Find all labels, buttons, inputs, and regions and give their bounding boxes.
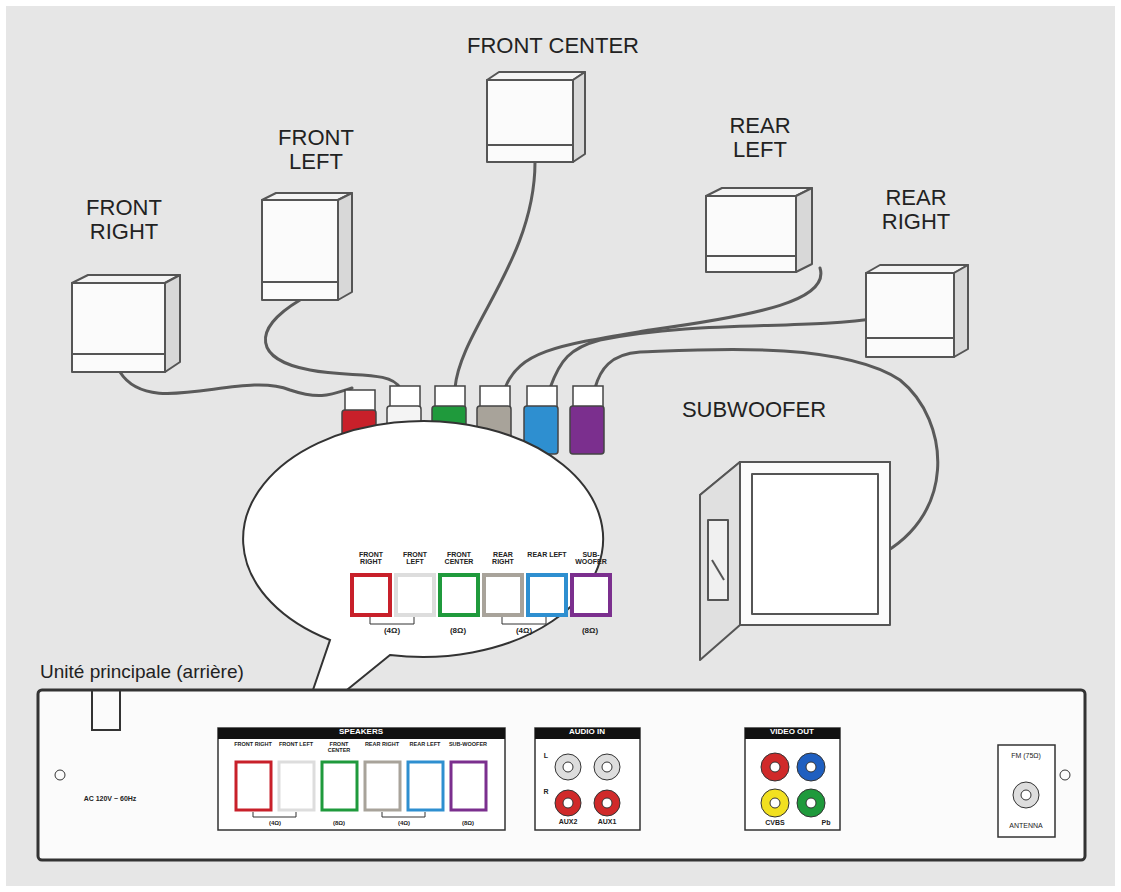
speaker: FRONT RIGHT bbox=[72, 283, 165, 372]
jack-panel: AUDIO IN bbox=[535, 728, 640, 830]
terminal-label: FRONT LEFT bbox=[276, 742, 316, 748]
terminal-label: (8Ω) bbox=[324, 820, 354, 826]
main-unit: Unité principale (arrière)SPEAKERSAUDIO … bbox=[38, 690, 1085, 860]
speaker-label: SUBWOOFER bbox=[669, 398, 839, 422]
speaker-label: FRONT CENTER bbox=[443, 34, 663, 58]
terminal-label: REAR LEFT bbox=[405, 742, 445, 748]
terminal-label: FRONT RIGHT bbox=[233, 742, 273, 748]
terminal-label: (8Ω) bbox=[438, 627, 478, 635]
jack-label: AUX1 bbox=[587, 818, 627, 825]
panel-heading: FM (75Ω) bbox=[1001, 752, 1051, 760]
callout-bubble bbox=[243, 421, 610, 728]
jack-label: Pb bbox=[811, 819, 841, 826]
panel-heading: AUDIO IN bbox=[542, 728, 632, 737]
terminal-label: (8Ω) bbox=[453, 820, 483, 826]
speaker-label: REAR LEFT bbox=[705, 114, 815, 162]
speaker-label: FRONT LEFT bbox=[261, 126, 371, 174]
terminal-label: SUB-WOOFER bbox=[448, 742, 488, 748]
terminal-label: FRONT LEFT bbox=[394, 551, 436, 565]
terminal-label: (4Ω) bbox=[384, 820, 424, 826]
terminal-label: (4Ω) bbox=[372, 627, 412, 635]
terminal-label: REAR LEFT bbox=[526, 551, 568, 558]
jack-label: L bbox=[540, 752, 552, 759]
speaker: REAR LEFT bbox=[706, 196, 796, 272]
terminal-label: (8Ω) bbox=[570, 627, 610, 635]
terminal-label: FRONT RIGHT bbox=[350, 551, 392, 565]
terminal-label: (4Ω) bbox=[504, 627, 544, 635]
speaker: FRONT LEFT bbox=[262, 200, 338, 300]
speaker: FRONT CENTER bbox=[487, 80, 573, 162]
terminal-label: REAR RIGHT bbox=[362, 742, 402, 748]
terminal-label: (4Ω) bbox=[255, 820, 295, 826]
panel-heading: ANTENNA bbox=[1001, 822, 1051, 830]
jack-panel: FM (75Ω) ANTENNA bbox=[998, 745, 1055, 837]
main-unit bbox=[38, 690, 1085, 860]
speaker: SUBWOOFER bbox=[740, 462, 890, 625]
speaker-label: Unité principale (arrière) bbox=[40, 662, 340, 683]
speaker: REAR RIGHT bbox=[866, 273, 954, 357]
speaker-label: FRONT RIGHT bbox=[69, 196, 179, 244]
terminal-label: FRONT CENTER bbox=[319, 742, 359, 753]
terminal-label: REAR RIGHT bbox=[482, 551, 524, 565]
panel-heading: VIDEO OUT bbox=[747, 728, 837, 737]
terminal-label: SUB-WOOFER bbox=[570, 551, 612, 565]
jack-panel: VIDEO OUT bbox=[745, 728, 840, 830]
speaker-label: REAR RIGHT bbox=[861, 186, 971, 234]
jack-label: AUX2 bbox=[548, 818, 588, 825]
terminal-label: FRONT CENTER bbox=[438, 551, 480, 565]
jack-label: R bbox=[540, 788, 552, 795]
jack-label: AC 120V ~ 60Hz bbox=[65, 795, 155, 802]
background bbox=[6, 6, 1115, 886]
jack-label: CVBS bbox=[755, 819, 795, 826]
panel-heading: SPEAKERS bbox=[301, 728, 421, 737]
